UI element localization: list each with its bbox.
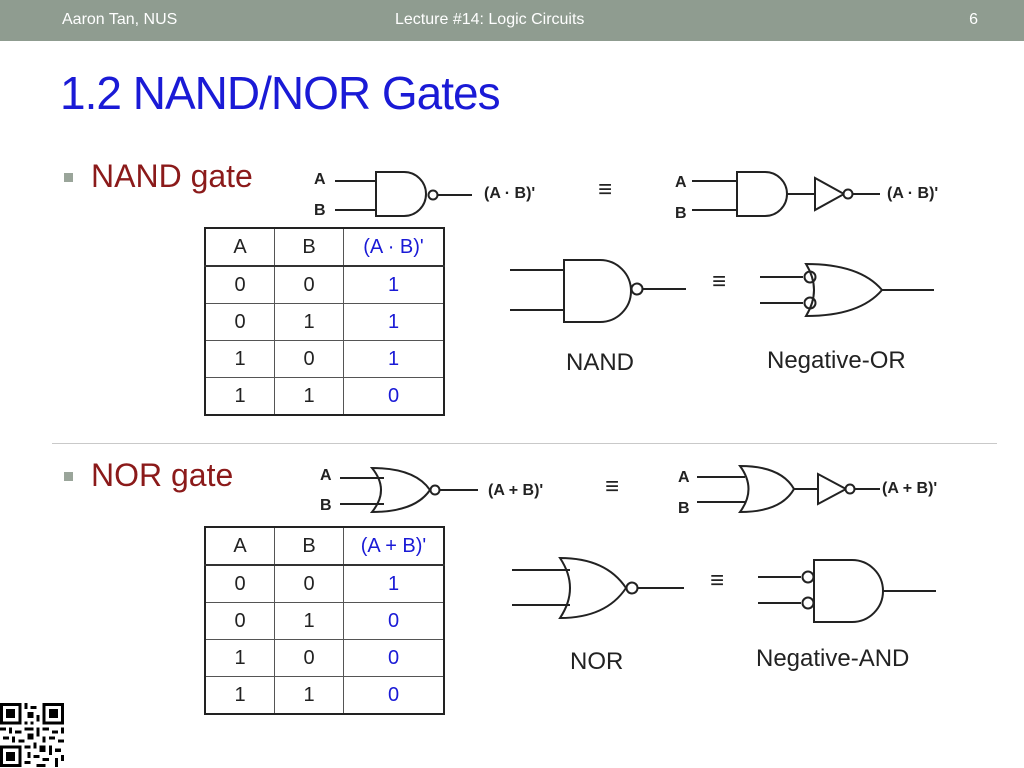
table-row: 1 1 0 (204, 377, 445, 416)
cell-output: 0 (343, 676, 445, 715)
cell-b: 1 (274, 303, 344, 341)
nand-input-b: B (314, 202, 326, 219)
cell-a: 0 (204, 303, 275, 341)
cell-a: 1 (204, 676, 275, 715)
equiv-icon: ≡ (712, 268, 727, 295)
table-header-row: A B (A + B)' (204, 526, 445, 566)
table-row: 0 0 1 (204, 265, 445, 304)
nor-input-a: A (320, 467, 332, 484)
table-row: 1 0 0 (204, 639, 445, 677)
cell-output: 0 (343, 602, 445, 640)
table-row: 0 1 1 (204, 303, 445, 341)
nor-output-label: (A + B)' (488, 482, 544, 499)
cell-a: 1 (204, 377, 275, 416)
equiv-icon: ≡ (605, 473, 620, 500)
page-number: 6 (969, 11, 978, 28)
nor-bullet-text: NOR gate (91, 457, 234, 493)
table-row: 0 1 0 (204, 602, 445, 640)
table-row: 1 0 1 (204, 340, 445, 378)
nand-bullet-text: NAND gate (91, 158, 253, 194)
cell-a: 0 (204, 564, 275, 603)
cell-b: 1 (274, 377, 344, 416)
cell-a: 0 (204, 602, 275, 640)
header-b: B (274, 227, 344, 267)
header-a: A (204, 227, 275, 267)
cell-b: 0 (274, 340, 344, 378)
cell-a: 1 (204, 639, 275, 677)
cell-b: 0 (274, 564, 344, 603)
bullet-icon (64, 472, 73, 481)
cell-output: 1 (343, 265, 445, 304)
header-b: B (274, 526, 344, 566)
cell-output: 1 (343, 340, 445, 378)
equiv-icon: ≡ (598, 176, 613, 203)
table-row: 0 0 1 (204, 564, 445, 603)
cell-b: 1 (274, 602, 344, 640)
and-not-output-label: (A · B)' (887, 185, 939, 202)
bullet-icon (64, 173, 73, 182)
or-not-input-b: B (678, 500, 690, 517)
nor-gate-symbol (340, 466, 478, 514)
qr-code-icon (0, 703, 64, 767)
section-divider (52, 443, 997, 444)
cell-b: 0 (274, 265, 344, 304)
header-output: (A + B)' (343, 526, 445, 566)
table-header-row: A B (A · B)' (204, 227, 445, 267)
cell-output: 1 (343, 303, 445, 341)
nor-large-symbol (512, 556, 684, 620)
and-not-input-b: B (675, 205, 687, 222)
table-row: 1 1 0 (204, 676, 445, 715)
cell-output: 1 (343, 564, 445, 603)
equiv-icon: ≡ (710, 567, 725, 594)
and-not-symbol (692, 171, 880, 217)
nor-caption: NOR (570, 648, 624, 675)
cell-a: 0 (204, 265, 275, 304)
or-not-symbol (697, 464, 880, 514)
nand-caption: NAND (566, 349, 635, 376)
nand-output-label: (A · B)' (484, 185, 536, 202)
slide-title: 1.2 NAND/NOR Gates (60, 67, 501, 119)
or-not-output-label: (A + B)' (882, 480, 938, 497)
nor-input-b: B (320, 497, 332, 514)
header-bar: Aaron Tan, NUS Lecture #14: Logic Circui… (0, 0, 1024, 41)
header-a: A (204, 526, 275, 566)
negative-and-caption: Negative-AND (756, 645, 910, 672)
and-not-input-a: A (675, 174, 687, 191)
negative-or-symbol (760, 262, 934, 318)
cell-b: 0 (274, 639, 344, 677)
nor-truth-table: A B (A + B)' 0 0 1 0 1 0 1 0 0 1 1 0 (204, 526, 445, 715)
cell-output: 0 (343, 639, 445, 677)
cell-output: 0 (343, 377, 445, 416)
nand-input-a: A (314, 171, 326, 188)
negative-and-symbol (758, 559, 936, 623)
or-not-input-a: A (678, 469, 690, 486)
lecture-title: Lecture #14: Logic Circuits (395, 11, 585, 28)
nand-gate-symbol (335, 171, 472, 217)
author-text: Aaron Tan, NUS (62, 11, 178, 28)
cell-b: 1 (274, 676, 344, 715)
negative-or-caption: Negative-OR (767, 347, 906, 374)
header-output: (A · B)' (343, 227, 445, 267)
cell-a: 1 (204, 340, 275, 378)
nand-large-symbol (510, 259, 686, 323)
nand-truth-table: A B (A · B)' 0 0 1 0 1 1 1 0 1 1 1 0 (204, 227, 445, 416)
